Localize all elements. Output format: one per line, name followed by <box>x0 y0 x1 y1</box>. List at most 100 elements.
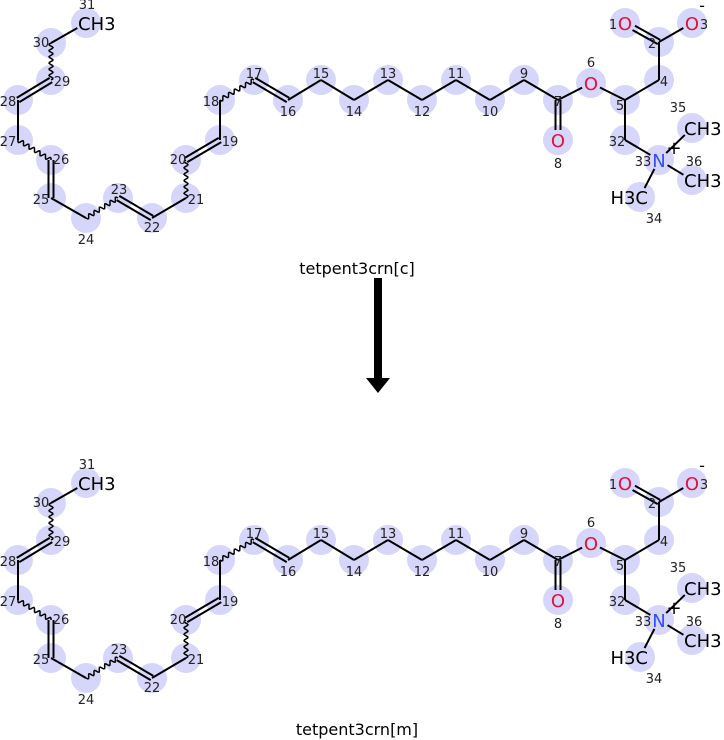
double-bond <box>252 541 288 564</box>
charge-label: + <box>666 598 681 619</box>
atom-number: 7 <box>554 555 562 570</box>
atom-highlight <box>576 68 606 98</box>
single-bond <box>353 539 389 561</box>
atom-highlight <box>677 8 707 38</box>
atom-number: 32 <box>609 595 626 610</box>
atom-highlight <box>71 8 101 38</box>
atom-label: O <box>584 74 598 95</box>
atom-number: 28 <box>0 555 16 570</box>
atom-number: 14 <box>346 565 363 580</box>
single-bond <box>624 139 651 156</box>
double-bond <box>118 654 154 677</box>
atom-highlight <box>543 125 573 155</box>
atom-label: O <box>584 534 598 555</box>
atom-number: 17 <box>246 67 263 82</box>
atom-highlight <box>677 165 707 195</box>
atom-number: 3 <box>700 18 708 33</box>
atom-number: 33 <box>635 155 652 170</box>
single-bond <box>287 539 322 561</box>
atom-highlight <box>543 585 573 615</box>
atom-highlight <box>677 468 707 498</box>
atom-label: H3C <box>610 188 648 209</box>
charge-label: - <box>699 0 705 15</box>
atom-number: 10 <box>482 565 499 580</box>
atom-number: 2 <box>648 497 656 512</box>
atom-number: 25 <box>33 193 50 208</box>
wavy-bond <box>47 502 55 541</box>
charge-label: - <box>699 456 705 475</box>
atom-label: CH3 <box>684 579 722 600</box>
atom-number: 31 <box>79 458 96 473</box>
wavy-bond <box>219 78 255 102</box>
atom-label: CH3 <box>78 14 116 35</box>
atom-label: CH3 <box>78 474 116 495</box>
single-bond <box>320 539 355 561</box>
double-bond <box>254 536 290 559</box>
atom-number: 9 <box>520 67 528 82</box>
atom-number: 19 <box>222 595 239 610</box>
atom-number: 36 <box>686 155 703 170</box>
atom-label: O <box>685 14 699 35</box>
double-bond <box>632 29 659 46</box>
double-bond <box>632 489 659 506</box>
atom-number: 1 <box>609 18 617 33</box>
atom-label: N <box>652 151 665 172</box>
atom-label: O <box>551 591 565 612</box>
wavy-bond <box>17 599 52 621</box>
double-bond <box>254 76 290 99</box>
single-bond <box>151 657 187 679</box>
atom-number: 19 <box>222 135 239 150</box>
double-bond <box>118 194 154 217</box>
arrow-head-icon <box>366 378 390 393</box>
single-bond <box>50 27 78 44</box>
wavy-bond <box>85 656 119 680</box>
atom-number: 4 <box>660 535 668 550</box>
single-bond <box>455 79 491 101</box>
single-bond <box>387 539 423 561</box>
atom-number: 8 <box>554 157 562 172</box>
atom-number: 11 <box>448 67 465 82</box>
double-bond <box>16 77 51 99</box>
single-bond <box>489 79 525 101</box>
atom-number: 8 <box>554 617 562 632</box>
double-bond <box>18 541 53 563</box>
atom-number: 2 <box>648 37 656 52</box>
atom-number: 35 <box>670 101 687 116</box>
atom-number: 29 <box>54 535 71 550</box>
atom-number: 16 <box>280 565 297 580</box>
single-bond <box>387 79 423 101</box>
wavy-bond <box>47 42 55 81</box>
atom-number: 22 <box>144 221 161 236</box>
atom-number: 27 <box>0 135 16 150</box>
atom-number: 12 <box>414 105 431 120</box>
single-bond <box>523 539 559 561</box>
atom-number: 36 <box>686 615 703 630</box>
bonds <box>16 484 686 682</box>
atom-number: 5 <box>616 99 624 114</box>
atom-number: 18 <box>203 555 220 570</box>
molecule: 31CH330292827262524232221201918171615141… <box>0 456 722 708</box>
single-bond <box>421 539 457 561</box>
single-bond <box>557 546 583 561</box>
atom-number: 34 <box>646 212 663 227</box>
atom-number: 30 <box>33 36 50 51</box>
single-bond <box>643 168 656 189</box>
atom-label: CH3 <box>684 171 722 192</box>
double-bond <box>184 596 220 619</box>
atom-number: 14 <box>346 105 363 120</box>
double-bond <box>16 537 51 559</box>
single-bond <box>421 79 457 101</box>
atom-number: 4 <box>660 75 668 90</box>
atom-highlight <box>677 625 707 655</box>
double-bond <box>184 136 220 159</box>
atom-label: O <box>685 474 699 495</box>
atom-number: 10 <box>482 105 499 120</box>
atom-number: 11 <box>448 527 465 542</box>
atom-number: 30 <box>33 496 50 511</box>
double-bond <box>18 81 53 103</box>
atom-number: 13 <box>380 527 397 542</box>
double-bond <box>116 199 152 222</box>
atom-number: 18 <box>203 95 220 110</box>
molecule-name: tetpent3crn[m] <box>296 720 418 739</box>
